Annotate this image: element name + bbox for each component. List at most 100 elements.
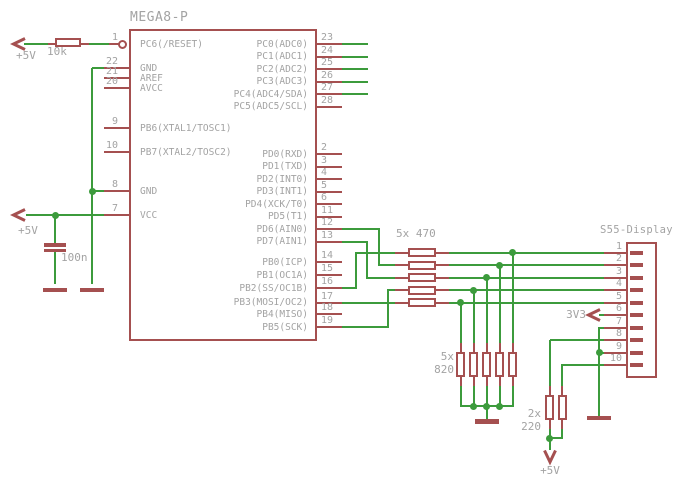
net-wire [448, 264, 605, 266]
ground-symbol-mcu [80, 288, 104, 292]
mcu-pin-number: 13 [321, 229, 334, 241]
mcu-pin-stub [104, 67, 129, 69]
resistor-820-stub [498, 377, 501, 386]
resistor-820-stub [498, 343, 501, 352]
mcu-pin-stub [317, 261, 342, 263]
display-pin-number: 9 [615, 340, 622, 352]
display-pin-stub [604, 251, 626, 254]
net-wire [342, 80, 368, 83]
display-pin-contact [630, 313, 643, 317]
net-wire [377, 264, 396, 266]
mcu-pin-label: PC6(/RESET) [140, 38, 203, 50]
mcu-pin-label: AVCC [140, 82, 163, 94]
resistor-470-stub [436, 301, 449, 304]
mcu-pin-label: PB2(SS/OC1B) [239, 282, 308, 294]
backlight-resistors-label: 2x 220 [521, 407, 541, 433]
mcu-pin-number: 17 [321, 290, 334, 302]
junction-dot [457, 299, 464, 306]
pulldown-resistors-label: 5x 820 [434, 350, 454, 376]
junction-dot [595, 349, 603, 356]
mcu-pin-stub [104, 77, 129, 79]
resistor-820-stub [511, 377, 514, 386]
mcu-title: MEGA8-P [130, 10, 189, 25]
display-pin-contact [630, 288, 643, 292]
mcu-pin-stub [317, 203, 342, 205]
mcu-pin-number: 18 [321, 302, 334, 313]
net-wire [448, 251, 605, 254]
mcu-pin-stub [317, 313, 342, 315]
resistor-470-stub [395, 264, 408, 266]
mcu-pin-label: PB7(XTAL2/TOSC2) [140, 146, 232, 158]
mcu-pin-label: PD0(RXD) [262, 148, 308, 160]
display-pin-stub [604, 301, 626, 304]
display-pin-contact [630, 350, 643, 355]
resistor-820 [482, 352, 491, 377]
mcu-body [129, 29, 317, 341]
net-wire [598, 327, 600, 416]
mcu-pin-stub [317, 153, 342, 155]
display-pin-contact [630, 363, 643, 367]
resistor-820-stub [472, 377, 475, 386]
display-pin-stub [604, 364, 626, 366]
net-wire [366, 241, 368, 279]
resistor-220 [557, 395, 567, 420]
display-pin-number: 3 [615, 265, 622, 277]
display-pin-contact [630, 263, 643, 267]
net-wire [548, 438, 551, 450]
mcu-pin-number: 10 [105, 140, 118, 151]
v33-arrow-icon [584, 308, 601, 322]
resistor-10k-value: 10k [47, 45, 67, 58]
junction-dot [509, 249, 516, 256]
display-pin-number: 5 [615, 290, 622, 302]
resistor-10k-stub-right [81, 43, 89, 45]
net-wire [342, 287, 357, 289]
net-wire [459, 302, 462, 344]
vcc-label-bottom: +5V [540, 464, 560, 477]
mcu-pin-number: 25 [321, 57, 334, 68]
net-wire [92, 67, 105, 69]
display-pin-stub [604, 276, 626, 279]
resistor-10k-stub-left [47, 43, 55, 45]
net-wire [366, 276, 396, 279]
mcu-pin-stub [317, 287, 342, 289]
mcu-pin-number: 1 [111, 32, 118, 43]
mcu-pin-label: PC3(ADC3) [256, 76, 308, 87]
ground-symbol-pulldowns [474, 419, 499, 424]
mcu-pin-label: GND [140, 62, 158, 74]
mcu-pin-stub [317, 228, 342, 230]
net-wire [498, 385, 501, 407]
mcu-pin-stub [317, 80, 342, 83]
mcu-pin-stub [104, 190, 129, 192]
mcu-pin-label: GND [140, 185, 158, 197]
net-wire [342, 68, 368, 70]
net-wire [386, 289, 396, 291]
resistor-820 [456, 352, 465, 377]
mcu-pin-label: PD7(AIN1) [256, 236, 308, 247]
net-wire [24, 43, 48, 45]
display-pin-contact [630, 250, 643, 255]
mcu-pin-number: 16 [321, 276, 334, 287]
mcu-pin-label: PD5(T1) [267, 211, 308, 222]
mcu-pin-label: PB5(SCK) [262, 321, 308, 333]
junction-dot [496, 402, 503, 410]
resistor-470 [408, 298, 436, 307]
net-wire [448, 276, 605, 279]
mcu-pin-stub [317, 165, 342, 168]
mcu-pin-label: PD1(TXD) [262, 161, 308, 172]
v33-label: 3V3 [566, 308, 586, 321]
resistor-470-stub [436, 264, 449, 266]
net-wire [498, 265, 501, 344]
resistor-820-stub [459, 343, 462, 352]
resistor-820 [495, 352, 504, 377]
mcu-pin-label: PC4(ADC4/SDA) [233, 88, 308, 100]
junction-dot [496, 261, 503, 269]
display-pin-contact [630, 338, 643, 342]
mcu-pin-number: 26 [321, 69, 334, 81]
junction-dot [51, 211, 59, 219]
net-wire [54, 252, 56, 284]
mcu-pin-number: 20 [105, 76, 118, 87]
mcu-pin-stub [104, 214, 129, 216]
mcu-pin-label: VCC [140, 209, 158, 221]
net-wire [485, 277, 488, 344]
mcu-pin-number: 23 [321, 32, 334, 43]
